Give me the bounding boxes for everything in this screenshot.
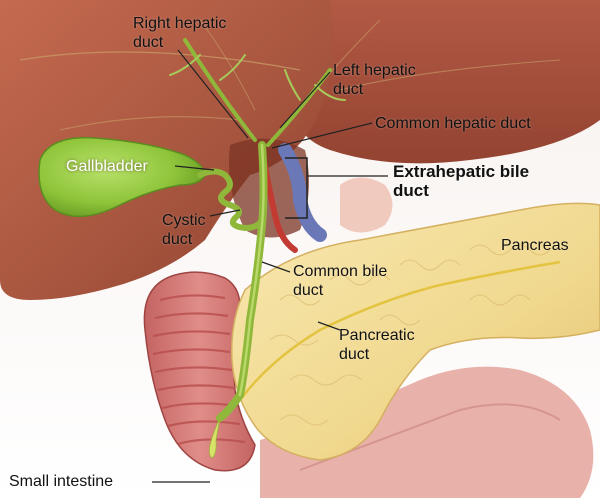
- gallbladder-shape: [38, 136, 206, 218]
- extrahepatic-bracket: [285, 157, 308, 219]
- right-hepatic-duct-shape: [183, 38, 257, 142]
- stomach-edge: [340, 177, 393, 233]
- label-right-hepatic-duct: Right hepatic duct: [133, 15, 227, 51]
- label-small-intestine: Small intestine: [9, 473, 114, 490]
- label-gallbladder: Gallbladder: [66, 158, 148, 175]
- label-cystic-duct: Cystic duct: [162, 212, 206, 248]
- lower-bowel: [260, 366, 594, 498]
- label-pancreatic-duct: Pancreatic duct: [339, 327, 415, 363]
- label-common-hepatic-duct: Common hepatic duct: [375, 115, 531, 132]
- portal-vein: [278, 143, 327, 242]
- cystic-duct-shape: [197, 168, 265, 232]
- label-extrahepatic-bile-duct: Extrahepatic bile duct: [393, 162, 530, 200]
- label-common-bile-duct: Common bile duct: [293, 263, 388, 299]
- label-pancreas: Pancreas: [501, 237, 569, 254]
- leader-lines: [152, 49, 388, 483]
- label-left-hepatic-duct: Left hepatic duct: [333, 62, 416, 98]
- pancreatic-duct: [239, 260, 561, 401]
- small-intestine: [143, 271, 256, 472]
- pancreas: [231, 202, 600, 461]
- liver-left-lobe: [250, 0, 600, 164]
